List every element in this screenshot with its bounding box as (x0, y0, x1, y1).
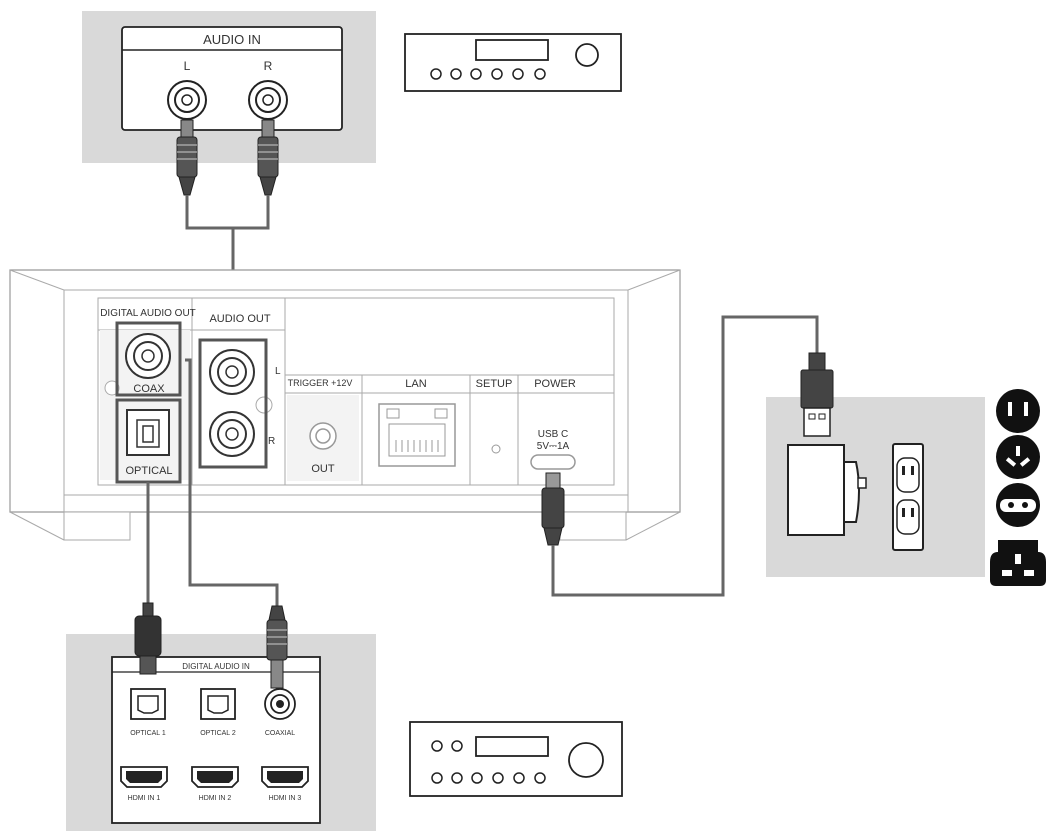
amplifier-icon-bottom (409, 721, 623, 797)
audio-out-r-label: R (268, 436, 275, 447)
plug-type-a-icon (996, 389, 1040, 433)
usb-power-cable (551, 315, 819, 597)
trigger-out-label: OUT (311, 463, 335, 475)
coaxial-plug (266, 605, 288, 689)
rca-plug-left (176, 119, 198, 196)
top-amplifier-panel: AUDIO IN L R (82, 11, 376, 163)
digital-audio-in-label: DIGITAL AUDIO IN (182, 662, 250, 671)
plug-type-i-icon (996, 435, 1040, 479)
trigger-jack (309, 422, 337, 450)
audio-in-left-label: L (184, 59, 191, 73)
trigger-label: TRIGGER +12V (288, 378, 353, 388)
optical-jack (126, 409, 170, 456)
lan-port (378, 403, 456, 467)
lan-label: LAN (405, 378, 426, 390)
hdmi-in-2-port (191, 766, 239, 788)
digital-audio-out-label: DIGITAL AUDIO OUT (100, 308, 196, 319)
hdmi-in-3-label: HDMI IN 3 (269, 795, 302, 802)
amplifier-icon-top (404, 33, 622, 92)
setup-button (491, 444, 501, 454)
audio-in-label: AUDIO IN (203, 32, 261, 47)
optical-plug (134, 602, 162, 675)
hdmi-in-1-label: HDMI IN 1 (128, 795, 161, 802)
coaxial-input (264, 688, 296, 720)
rca-jack-right (248, 80, 288, 120)
power-label: POWER (534, 378, 576, 390)
coax-output-highlight (115, 321, 182, 397)
rca-jack-left (167, 80, 207, 120)
usbc-plug (541, 472, 565, 546)
hdmi-in-1-port (120, 766, 168, 788)
hdmi-in-2-label: HDMI IN 2 (199, 795, 232, 802)
plug-type-g-icon (990, 540, 1046, 586)
rca-plug-right (257, 119, 279, 196)
setup-label: SETUP (476, 378, 513, 390)
plug-type-c-icon (996, 483, 1040, 527)
coax-jack (125, 333, 171, 379)
usbc-port (530, 454, 576, 470)
hdmi-in-3-port (261, 766, 309, 788)
usb-a-plug (800, 352, 834, 437)
usbc-rating: 5V⎓1A (537, 441, 570, 452)
bottom-amplifier-panel: DIGITAL AUDIO IN OPTICAL 1 OPTICAL 2 COA… (66, 634, 376, 831)
audio-out-highlight (198, 338, 268, 469)
analog-rca-cable (185, 195, 270, 230)
optical-2-input (200, 688, 236, 720)
audio-out-r-jack (209, 411, 255, 457)
optical-label: OPTICAL (125, 465, 172, 477)
optical-1-label: OPTICAL 1 (130, 730, 166, 737)
usbc-label: USB C (538, 429, 569, 440)
audio-out-l-label: L (275, 366, 281, 377)
wall-outlet (892, 443, 924, 551)
audio-out-label: AUDIO OUT (209, 313, 270, 325)
coaxial-cable (185, 358, 279, 608)
optical-1-input (130, 688, 166, 720)
streamer-device: DIGITAL AUDIO OUT AUDIO OUT TRIGGER +12V… (9, 269, 681, 541)
power-adapter-panel (766, 352, 985, 577)
coax-label: COAX (133, 383, 165, 395)
optical-2-label: OPTICAL 2 (200, 730, 236, 737)
audio-in-right-label: R (264, 59, 273, 73)
coaxial-label: COAXIAL (265, 730, 295, 737)
audio-out-l-jack (209, 349, 255, 395)
power-adapter (787, 444, 867, 536)
